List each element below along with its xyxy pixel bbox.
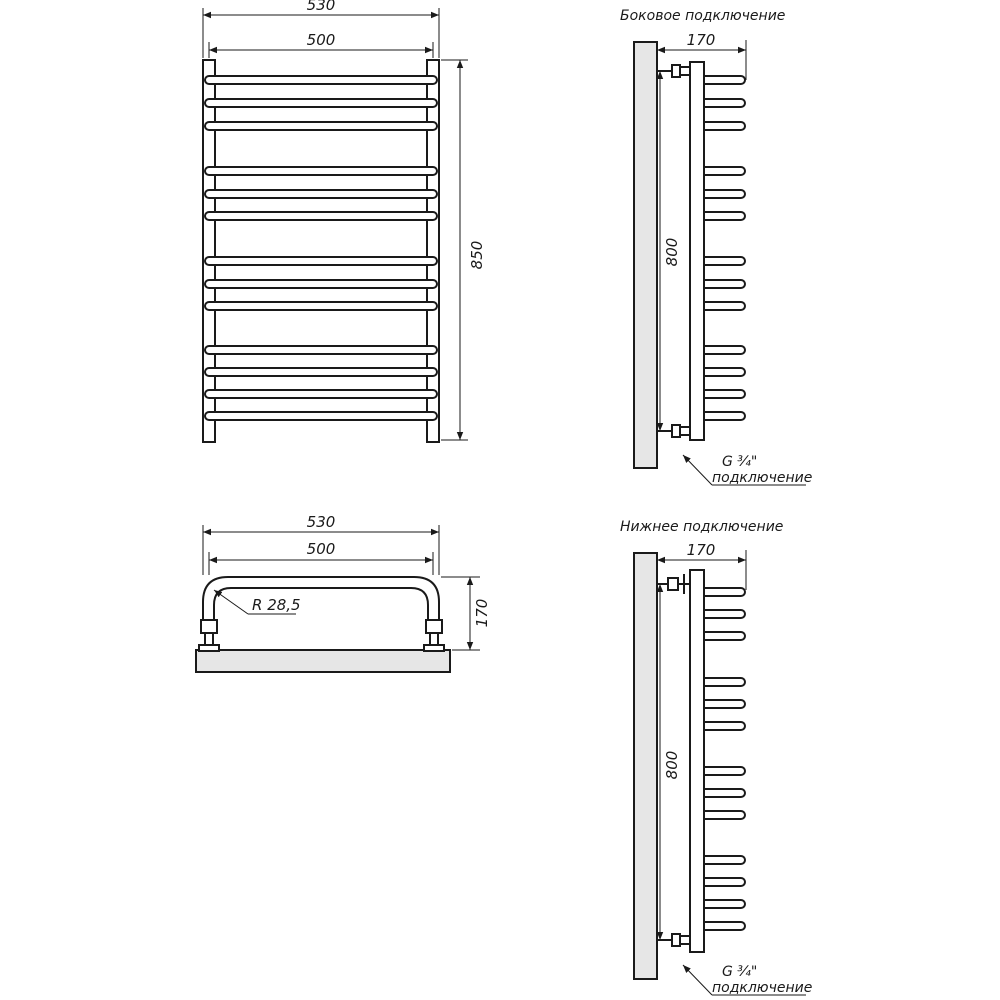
bottom-post (689, 569, 705, 953)
top-view-wall (195, 649, 451, 673)
side-rung (704, 766, 746, 776)
side-post (689, 61, 705, 441)
front-rung (204, 256, 438, 266)
bottom-dim-axis: 800 (663, 751, 681, 780)
side-rung (704, 855, 746, 865)
side-rung (704, 810, 746, 820)
side-thread-caption: подключение (712, 470, 812, 486)
side-rung (704, 699, 746, 709)
top-view: 530 500 R 28,5 170 (195, 513, 491, 673)
side-rung (704, 279, 746, 289)
bottom-wall (633, 552, 658, 980)
front-dim-height: 850 (468, 241, 486, 270)
side-valve-top (657, 64, 691, 78)
front-rung (204, 166, 438, 176)
bottom-thread-label: G ¾" (722, 964, 757, 980)
front-rung (204, 189, 438, 199)
top-dim-outer: 530 (307, 513, 336, 531)
top-dim-inner: 500 (307, 540, 336, 558)
side-rung (704, 345, 746, 355)
side-rung (704, 301, 746, 311)
side-connection-view: Боковое подключение 170 800 G ¾" подключ… (620, 8, 812, 486)
bottom-thread-caption: подключение (712, 980, 812, 996)
side-connection-title: Боковое подключение (620, 8, 785, 24)
side-rung (704, 98, 746, 108)
side-thread-label: G ¾" (722, 454, 757, 470)
side-rung (704, 389, 746, 399)
front-rungs (204, 75, 438, 421)
side-rung (704, 411, 746, 421)
right-post (426, 59, 440, 443)
front-rung (204, 121, 438, 131)
front-rung (204, 75, 438, 85)
side-dim-axis: 800 (663, 238, 681, 267)
front-rung (204, 211, 438, 221)
bottom-valve-top (657, 574, 690, 594)
top-dim-depth: 170 (473, 599, 491, 628)
front-rung (204, 367, 438, 377)
side-rung (704, 788, 746, 798)
front-rung (204, 389, 438, 399)
front-view: 530 500 850 (202, 0, 486, 443)
side-rung (704, 609, 746, 619)
side-valve-bottom (657, 424, 691, 438)
front-rung (204, 345, 438, 355)
side-rungs (704, 75, 746, 421)
side-rung (704, 121, 746, 131)
left-post (202, 59, 216, 443)
front-rung (204, 279, 438, 289)
side-rung (704, 677, 746, 687)
side-rung (704, 367, 746, 377)
side-rung (704, 899, 746, 909)
side-wall (633, 41, 658, 469)
front-dim-outer: 530 (307, 0, 336, 14)
side-rung (704, 721, 746, 731)
bottom-connection-view: Нижнее подключение 170 800 G ¾" подключе… (620, 519, 812, 996)
side-rung (704, 75, 746, 85)
side-rung (704, 211, 746, 221)
side-rung (704, 587, 746, 597)
bottom-rungs (704, 587, 746, 931)
side-rung (704, 166, 746, 176)
front-rung (204, 411, 438, 421)
bottom-connection-title: Нижнее подключение (620, 519, 783, 535)
side-rung (704, 877, 746, 887)
front-dim-inner: 500 (307, 31, 336, 49)
side-rung (704, 921, 746, 931)
front-rung (204, 98, 438, 108)
bottom-valve-bottom (657, 933, 691, 947)
front-rung (204, 301, 438, 311)
bottom-dim-depth: 170 (687, 541, 716, 559)
side-rung (704, 256, 746, 266)
top-dim-radius: R 28,5 (252, 596, 301, 614)
side-rung (704, 631, 746, 641)
side-dim-depth: 170 (687, 31, 716, 49)
side-rung (704, 189, 746, 199)
